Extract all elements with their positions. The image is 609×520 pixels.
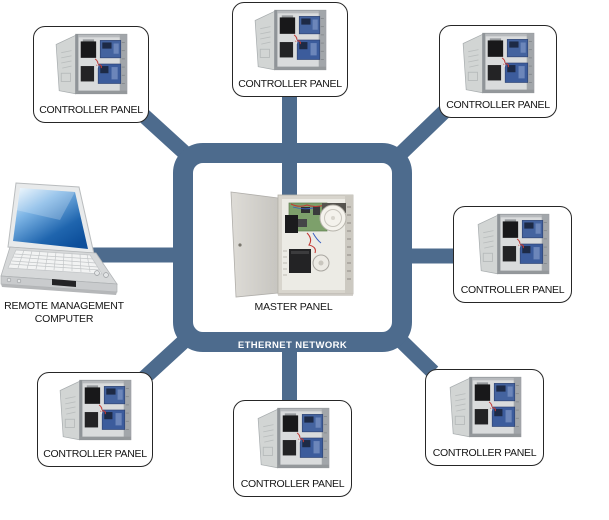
- controller-panel-icon: [59, 379, 132, 441]
- controller-panel-label: CONTROLLER PANEL: [446, 99, 550, 111]
- controller-panel-node-top-center: CONTROLLER PANEL: [232, 2, 348, 97]
- controller-panel-icon: [449, 376, 521, 438]
- controller-panel-label: CONTROLLER PANEL: [39, 104, 143, 116]
- controller-panel-label: CONTROLLER PANEL: [238, 78, 342, 90]
- controller-panel-label: CONTROLLER PANEL: [460, 284, 565, 296]
- controller-panel-icon: [462, 32, 535, 94]
- controller-panel-icon: [257, 407, 329, 469]
- controller-panel-label: CONTROLLER PANEL: [43, 448, 147, 460]
- controller-panel-node-right-middle: CONTROLLER PANEL: [453, 206, 572, 303]
- controller-panel-node-bottom-center: CONTROLLER PANEL: [233, 400, 352, 497]
- controller-panel-label: CONTROLLER PANEL: [432, 447, 537, 459]
- controller-panel-icon: [254, 9, 327, 71]
- controller-panel-node-bottom-left: CONTROLLER PANEL: [37, 372, 153, 467]
- controller-panel-node-bottom-right: CONTROLLER PANEL: [425, 369, 544, 466]
- ethernet-network-label: ETHERNET NETWORK: [237, 340, 348, 351]
- controller-panel-icon: [477, 213, 549, 275]
- controller-panel-node-top-left: CONTROLLER PANEL: [33, 26, 149, 123]
- controller-panel-node-top-right: CONTROLLER PANEL: [439, 25, 557, 118]
- remote-management-computer-label: REMOTE MANAGEMENT COMPUTER: [4, 300, 124, 325]
- controller-panel-label: CONTROLLER PANEL: [240, 478, 345, 490]
- master-panel-label: MASTER PANEL: [254, 301, 333, 313]
- controller-panel-icon: [55, 33, 128, 95]
